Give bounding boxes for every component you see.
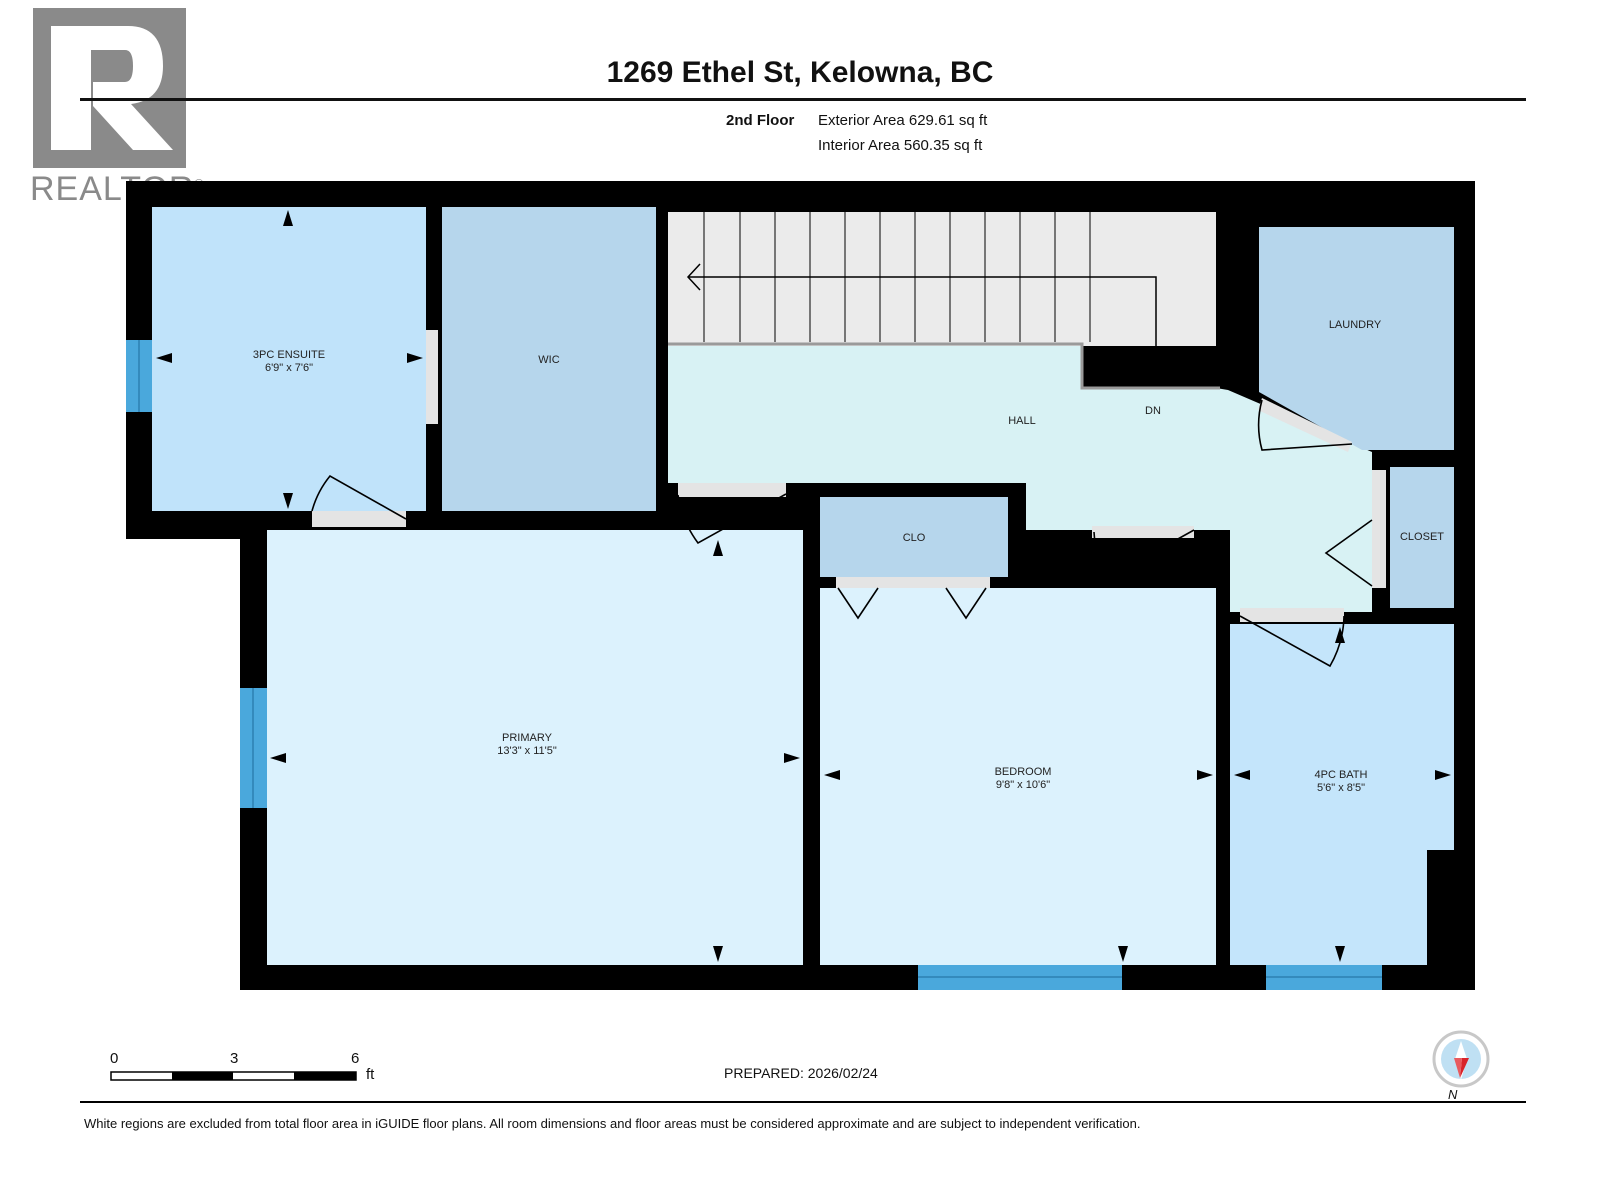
door-openings	[312, 330, 1386, 622]
north-label: N	[1448, 1087, 1458, 1102]
wic-label: WIC	[538, 354, 559, 366]
compass-icon	[1432, 1030, 1490, 1088]
dimension-arrows	[156, 210, 1451, 962]
ensuite-dims: 6'9" x 7'6"	[265, 362, 313, 374]
room-bath	[1230, 624, 1454, 965]
bedroom-label: BEDROOM	[995, 766, 1052, 778]
bath-label: 4PC BATH	[1315, 769, 1368, 781]
footer-divider	[80, 1101, 1526, 1103]
stair-rail	[668, 342, 1220, 390]
scale-unit: ft	[366, 1066, 375, 1083]
scale-bar	[110, 1071, 357, 1081]
stairs-down-label: DN	[1145, 405, 1161, 417]
scale-label-3: 3	[230, 1050, 239, 1067]
door-swings	[311, 399, 1373, 668]
bedroom-dims: 9'8" x 10'6"	[996, 779, 1050, 791]
room-clo	[820, 497, 1008, 577]
room-primary	[267, 530, 803, 965]
prepared-date: PREPARED: 2026/02/24	[724, 1065, 878, 1081]
page-title: 1269 Ethel St, Kelowna, BC	[606, 56, 994, 89]
bath-dims: 5'6" x 8'5"	[1317, 782, 1365, 794]
floor-label: 2nd Floor	[726, 112, 795, 129]
realtor-r-icon	[51, 26, 173, 150]
clo-label: CLO	[903, 532, 926, 544]
room-stairs	[668, 212, 1216, 346]
room-hall	[668, 346, 1372, 612]
room-wic	[442, 207, 656, 511]
closet-label: CLOSET	[1400, 531, 1444, 543]
room-ensuite	[152, 207, 426, 511]
laundry-label: LAUNDRY	[1329, 319, 1382, 331]
hall-label: HALL	[1008, 415, 1036, 427]
scale-label-6: 6	[351, 1050, 360, 1067]
room-closet	[1390, 467, 1454, 608]
interior-area: Interior Area 560.35 sq ft	[818, 137, 983, 154]
window-lines	[138, 340, 1382, 978]
exterior-area: Exterior Area 629.61 sq ft	[818, 112, 988, 129]
primary-dims: 13'3" x 11'5"	[497, 745, 557, 757]
scale-label-0: 0	[110, 1050, 119, 1067]
ensuite-label: 3PC ENSUITE	[253, 349, 325, 361]
realtor-logo	[33, 8, 186, 168]
disclaimer: White regions are excluded from total fl…	[84, 1116, 1141, 1131]
room-laundry	[1259, 227, 1454, 450]
room-bedroom	[820, 588, 1216, 965]
primary-label: PRIMARY	[502, 732, 553, 744]
stair-arrow-icon	[686, 263, 1216, 367]
title-divider	[80, 98, 1526, 101]
